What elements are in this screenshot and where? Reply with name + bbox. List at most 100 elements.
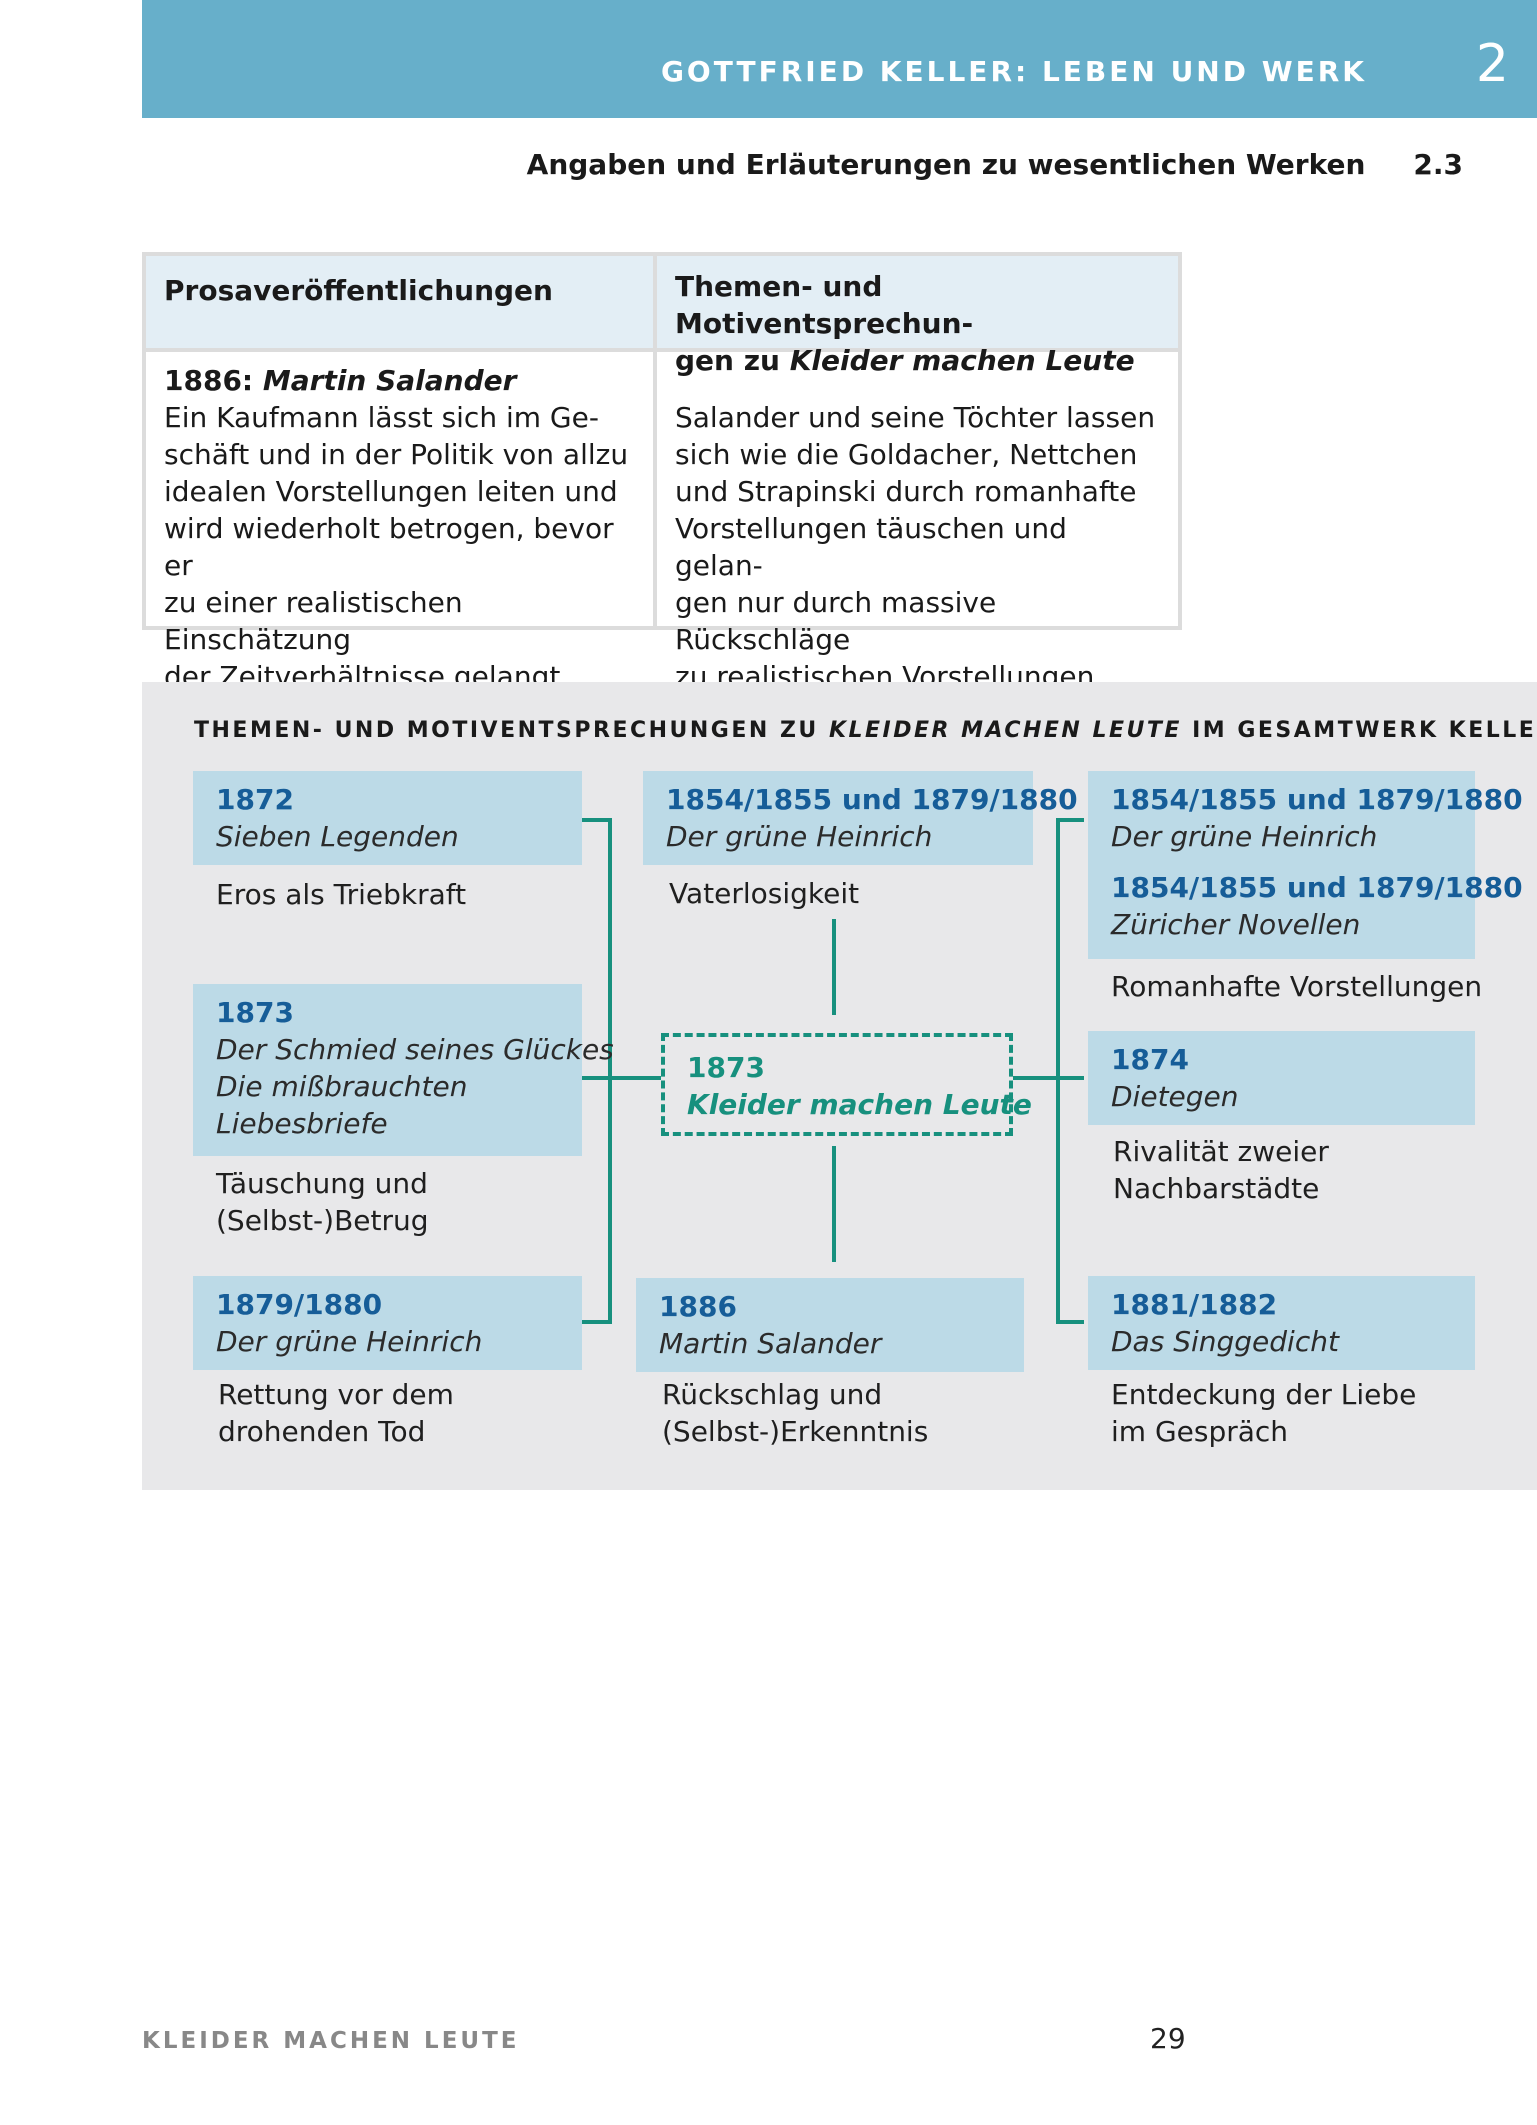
- connector-left-to-center: [610, 1076, 661, 1080]
- work-title: Der Schmied seines Glückes: [216, 1033, 614, 1066]
- table-header-themes: Themen- und Motiventsprechun- gen zu Kle…: [657, 256, 1178, 377]
- themes-header-line-2: gen zu Kleider machen Leute: [675, 342, 1160, 379]
- work-title: Sieben Legenden: [216, 820, 459, 853]
- section-title: Angaben und Erläuterungen zu wesentliche…: [526, 148, 1366, 181]
- work-theme-line: Entdeckung der Liebe: [1111, 1378, 1417, 1411]
- work-theme-line: (Selbst-)Erkenntnis: [662, 1415, 929, 1448]
- work-year: 1879/1880: [216, 1288, 383, 1321]
- work-title: Dietegen: [1111, 1080, 1239, 1113]
- diagram-title-prefix: THEMEN- UND MOTIVENTSPRECHUNGEN ZU: [194, 718, 829, 743]
- work-theme: Vaterlosigkeit: [669, 875, 859, 912]
- table-divider-vertical: [653, 256, 657, 626]
- work-box: 1879/1880 Der grüne Heinrich: [193, 1276, 582, 1370]
- work-theme-line: im Gespräch: [1111, 1415, 1289, 1448]
- connector-center-up: [832, 919, 836, 1015]
- publication-desc-line: wird wiederholt betrogen, bevor er: [164, 512, 614, 582]
- theme-desc-line: gen nur durch massive Rückschläge: [675, 586, 997, 656]
- connector-left-mid-tick: [582, 1076, 611, 1080]
- work-theme-line: drohenden Tod: [218, 1415, 426, 1448]
- work-year: 1854/1855 und 1879/1880: [1111, 871, 1523, 904]
- diagram-title-suffix: IM GESAMTWERK KELLERS: [1181, 718, 1537, 743]
- publication-desc-line: Ein Kaufmann lässt sich im Ge-: [164, 401, 599, 434]
- diagram-title-work: KLEIDER MACHEN LEUTE: [828, 718, 1182, 743]
- connector-center-down: [832, 1146, 836, 1262]
- section-heading: Angaben und Erläuterungen zu wesentliche…: [527, 148, 1463, 181]
- connector-right-to-center: [1013, 1076, 1058, 1080]
- publication-heading: 1886: Martin Salander: [164, 362, 635, 399]
- work-theme-line: (Selbst-)Betrug: [216, 1204, 429, 1237]
- connector-right-top-tick: [1056, 818, 1084, 822]
- work-theme-line: Täuschung und: [216, 1167, 428, 1200]
- central-work-title: Kleider machen Leute: [687, 1088, 1032, 1121]
- central-work-year: 1873: [687, 1051, 765, 1084]
- connector-left-top-tick: [582, 818, 611, 822]
- work-title: Der grüne Heinrich: [216, 1325, 483, 1358]
- publication-title: Martin Salander: [262, 364, 517, 397]
- work-theme: Rivalität zweier Nachbarstädte: [1113, 1133, 1329, 1207]
- work-theme-line: Romanhafte Vorstellungen: [1111, 970, 1483, 1003]
- chapter-number: 2: [1475, 34, 1509, 94]
- connector-right-mid-tick: [1056, 1076, 1084, 1080]
- footer-book-title: KLEIDER MACHEN LEUTE: [142, 2028, 520, 2054]
- themes-header-work: Kleider machen Leute: [789, 344, 1135, 377]
- work-title: Der grüne Heinrich: [666, 820, 933, 853]
- work-theme-line: Nachbarstädte: [1113, 1172, 1320, 1205]
- publication-desc-line: idealen Vorstellungen leiten und: [164, 475, 618, 508]
- work-title: Martin Salander: [659, 1327, 882, 1360]
- work-theme-line: Rückschlag und: [662, 1378, 883, 1411]
- work-theme: Täuschung und (Selbst-)Betrug: [216, 1165, 429, 1239]
- connector-right-vertical: [1056, 818, 1060, 1324]
- theme-desc-line: Salander und seine Töchter lassen: [675, 401, 1156, 434]
- work-theme: Romanhafte Vorstellungen: [1111, 968, 1482, 1005]
- work-theme-line: Vaterlosigkeit: [669, 877, 860, 910]
- table-cell-publication: 1886: Martin Salander Ein Kaufmann lässt…: [146, 352, 653, 705]
- connector-right-bottom-tick: [1056, 1320, 1084, 1324]
- work-theme-line: Rettung vor dem: [218, 1378, 454, 1411]
- work-box: 1881/1882 Das Singgedicht: [1088, 1276, 1475, 1370]
- central-work-box: 1873 Kleider machen Leute: [661, 1033, 1032, 1136]
- publication-year: 1886:: [164, 364, 263, 397]
- work-year: 1873: [216, 996, 294, 1029]
- running-header-title: GOTTFRIED KELLER: LEBEN UND WERK: [660, 55, 1367, 88]
- work-title: Liebesbriefe: [216, 1107, 388, 1140]
- work-title: Die mißbrauchten: [216, 1070, 468, 1103]
- page-number: 29: [1150, 2022, 1186, 2055]
- work-theme: Eros als Triebkraft: [216, 876, 466, 913]
- work-year: 1881/1882: [1111, 1288, 1278, 1321]
- work-box: 1886 Martin Salander: [636, 1278, 1024, 1372]
- themes-header-line-1: Themen- und Motiventsprechun-: [675, 270, 974, 340]
- connector-left-vertical: [608, 818, 612, 1324]
- table-divider-horizontal: [146, 348, 1178, 352]
- work-box: 1872 Sieben Legenden: [193, 771, 582, 865]
- table-cell-themes: Salander und seine Töchter lassen sich w…: [657, 352, 1178, 705]
- theme-desc-line: und Strapinski durch romanhafte: [675, 475, 1137, 508]
- header-band: [142, 0, 1537, 118]
- work-theme-line: Rivalität zweier: [1113, 1135, 1329, 1168]
- theme-desc-line: sich wie die Goldacher, Nettchen: [675, 438, 1138, 471]
- diagram-title: THEMEN- UND MOTIVENTSPRECHUNGEN ZU KLEID…: [194, 718, 1537, 743]
- publication-desc-line: zu einer realistischen Einschätzung: [164, 586, 463, 656]
- work-box: 1854/1855 und 1879/1880 Der grüne Heinri…: [643, 771, 1078, 865]
- work-theme: Rückschlag und (Selbst-)Erkenntnis: [662, 1376, 928, 1450]
- work-box: 1873 Der Schmied seines Glückes Die mißb…: [193, 984, 614, 1156]
- connector-left-bottom-tick: [582, 1320, 611, 1324]
- themes-header-prefix: gen zu: [675, 344, 790, 377]
- work-theme: Rettung vor dem drohenden Tod: [218, 1376, 454, 1450]
- work-theme: Entdeckung der Liebe im Gespräch: [1111, 1376, 1416, 1450]
- works-table: Prosaveröffentlichungen Themen- und Moti…: [142, 252, 1182, 693]
- table-header-publications: Prosaveröffentlichungen: [146, 256, 653, 348]
- work-title: Der grüne Heinrich: [1111, 820, 1378, 853]
- work-theme-line: Eros als Triebkraft: [216, 878, 467, 911]
- work-year: 1886: [659, 1290, 737, 1323]
- work-year: 1854/1855 und 1879/1880: [1111, 783, 1523, 816]
- section-number: 2.3: [1413, 148, 1463, 181]
- work-title: Züricher Novellen: [1111, 908, 1361, 941]
- theme-desc-line: Vorstellungen täuschen und gelan-: [675, 512, 1067, 582]
- work-year: 1854/1855 und 1879/1880: [666, 783, 1078, 816]
- work-box: 1874 Dietegen: [1088, 1031, 1475, 1125]
- work-year: 1874: [1111, 1043, 1189, 1076]
- work-year: 1872: [216, 783, 294, 816]
- work-box: 1854/1855 und 1879/1880 Der grüne Heinri…: [1088, 771, 1523, 959]
- work-title: Das Singgedicht: [1111, 1325, 1339, 1358]
- publication-desc-line: schäft und in der Politik von allzu: [164, 438, 629, 471]
